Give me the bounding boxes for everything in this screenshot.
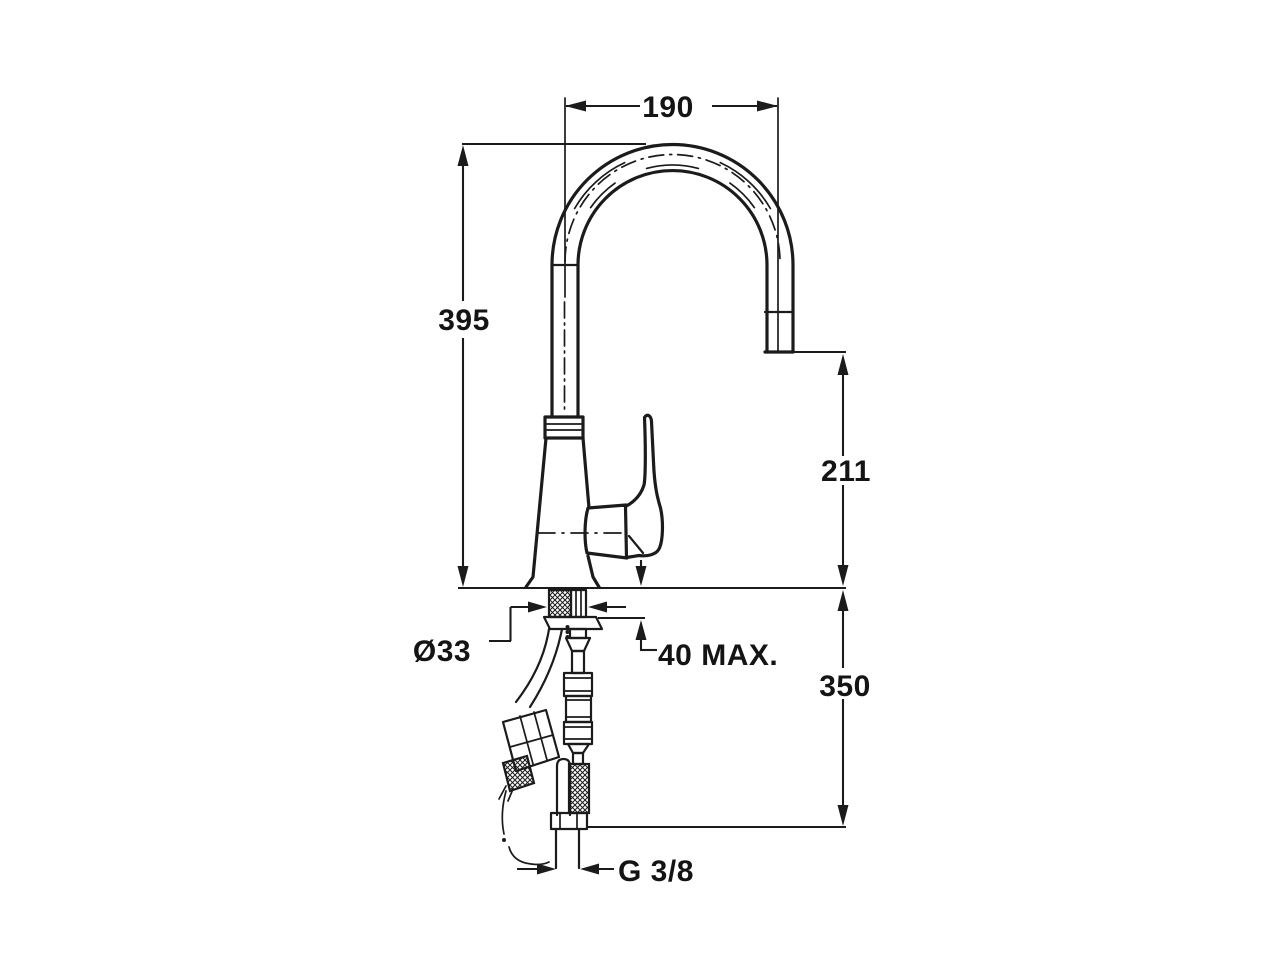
hose-guide-strip — [555, 757, 572, 817]
faucet-handle — [537, 413, 665, 560]
dim-label-deck-thickness-max: 40 MAX. — [658, 639, 778, 672]
hose-braid-end — [501, 754, 536, 793]
dimension-190 — [564, 97, 779, 352]
dimension-lines — [457, 97, 849, 875]
hose-weight-fitting — [501, 708, 561, 773]
under-counter-assembly — [498, 588, 604, 870]
dimension-labels: 190 395 211 350 Ø33 40 MAX. G 3/8 — [413, 91, 871, 888]
riser-collar — [543, 415, 585, 440]
dimension-211 — [793, 350, 849, 586]
supply-column — [549, 625, 594, 870]
spout-arch — [550, 142, 795, 419]
pullout-hose — [498, 627, 564, 866]
handle-cap — [583, 503, 629, 560]
dim-label-below-deck-depth: 350 — [819, 670, 871, 703]
dimension-diameter33 — [489, 601, 626, 643]
dimension-40max — [598, 560, 657, 652]
dimension-g38 — [517, 863, 614, 875]
dim-label-spout-height: 395 — [438, 304, 490, 337]
dimension-395 — [457, 142, 646, 587]
faucet-outline — [524, 142, 795, 589]
faucet-body-cone — [524, 436, 601, 589]
handle-lever — [623, 413, 665, 560]
dim-label-connection-thread: G 3/8 — [618, 855, 694, 888]
connection-tube — [554, 827, 581, 870]
dimension-350 — [587, 590, 849, 829]
dim-label-outlet-to-deck: 211 — [821, 455, 871, 488]
mounting-flange — [542, 615, 604, 631]
mounting-shank — [542, 588, 604, 631]
hex-nut — [549, 811, 589, 831]
dim-label-base-diameter: Ø33 — [413, 635, 471, 668]
dim-label-spout-reach: 190 — [642, 91, 694, 124]
braided-hose — [567, 762, 591, 815]
